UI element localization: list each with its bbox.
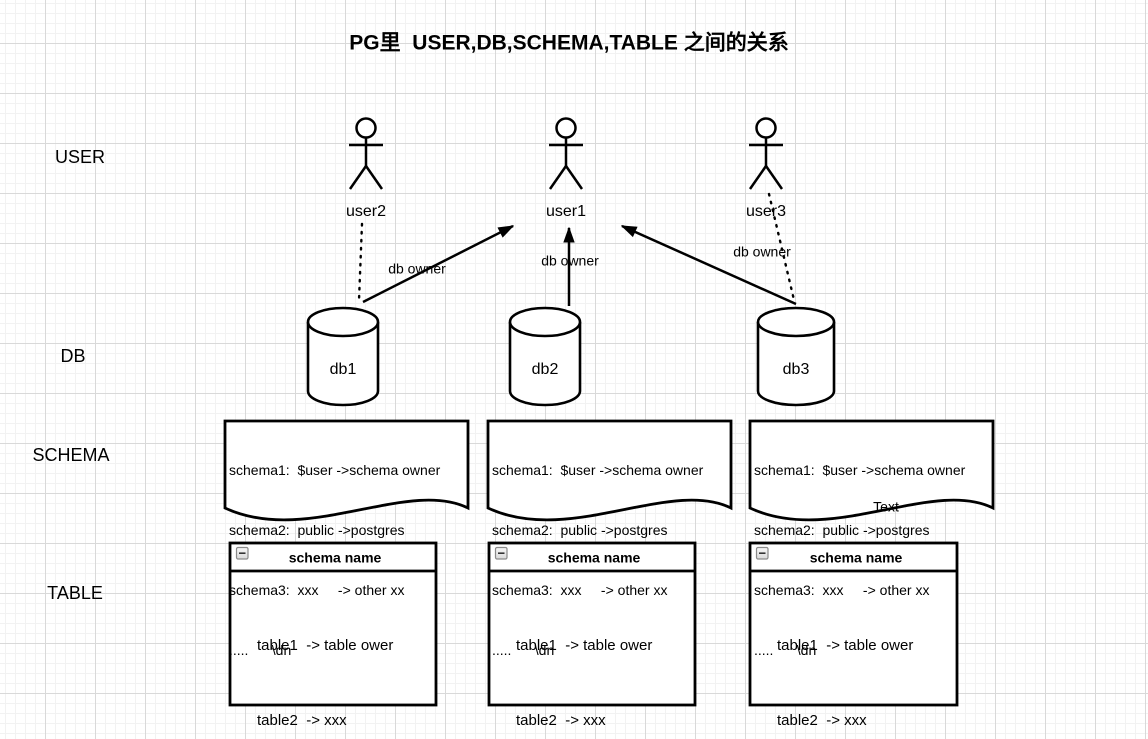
table-box-3[interactable] bbox=[748, 541, 959, 707]
arrow-db3-to-user1[interactable] bbox=[622, 224, 797, 306]
table-box-2-text: table1 -> table ower table2 -> xxx table… bbox=[516, 583, 652, 739]
actor-user1[interactable] bbox=[548, 117, 584, 190]
cylinder-top bbox=[508, 306, 582, 338]
cylinder-db3[interactable] bbox=[756, 306, 836, 407]
schema-document-1-text: schema1: $user ->schema owner schema2: p… bbox=[229, 420, 440, 700]
actor-user3[interactable] bbox=[748, 117, 784, 190]
schema-line: ..... \dn bbox=[492, 642, 555, 658]
actor-leg-right bbox=[764, 165, 784, 190]
cylinder-db2[interactable] bbox=[508, 306, 582, 407]
schema-line: schema1: $user ->schema owner bbox=[229, 462, 441, 478]
row-label-user: USER bbox=[54, 147, 106, 168]
table-line: table1 -> table ower bbox=[516, 637, 653, 654]
table-line: table1 -> table ower bbox=[777, 637, 914, 654]
schema-line: schema3: xxx -> other xx bbox=[492, 582, 668, 598]
table-box-2-header[interactable]: schema name bbox=[547, 549, 641, 566]
schema-line: ..... \dn bbox=[229, 642, 292, 658]
collapse-minus-icon[interactable] bbox=[755, 546, 769, 560]
edge-label-db-owner-3[interactable]: db owner bbox=[733, 243, 791, 260]
cylinder-top bbox=[306, 306, 380, 338]
arrow-db1-to-user1[interactable] bbox=[362, 224, 513, 304]
table-box-3-text: table1 -> table ower table2 -> xxx table… bbox=[777, 583, 913, 739]
actor-head bbox=[755, 117, 777, 139]
table-line: table1 -> table ower bbox=[257, 637, 394, 654]
schema-line: schema2: public ->postgres bbox=[754, 522, 930, 538]
actor-leg-left bbox=[548, 165, 568, 190]
schema-line: schema3: xxx -> other xx bbox=[229, 582, 405, 598]
actor-leg-left bbox=[748, 165, 768, 190]
collapse-minus-icon[interactable] bbox=[494, 546, 508, 560]
table-box-1-text: table1 -> table ower table2 -> xxx table… bbox=[257, 583, 393, 739]
table-box-1[interactable] bbox=[228, 541, 438, 707]
schema-document-2[interactable] bbox=[486, 419, 733, 522]
actor-head bbox=[355, 117, 377, 139]
actor-label-user3[interactable]: user3 bbox=[745, 203, 787, 221]
actor-leg-right bbox=[364, 165, 384, 190]
actor-leg-left bbox=[348, 165, 368, 190]
floating-text-label[interactable]: Text bbox=[873, 498, 899, 515]
db-label-db1[interactable]: db1 bbox=[329, 361, 357, 379]
schema-document-3-text: schema1: $user ->schema owner schema2: p… bbox=[754, 420, 965, 700]
actor-user2[interactable] bbox=[348, 117, 384, 190]
schema-line: schema3: xxx -> other xx bbox=[754, 582, 930, 598]
collapse-minus-icon[interactable] bbox=[235, 546, 249, 560]
actor-label-user1[interactable]: user1 bbox=[545, 203, 587, 221]
schema-line: schema2: public ->postgres bbox=[229, 522, 405, 538]
dotted-edge-user3-db3[interactable] bbox=[767, 192, 796, 302]
row-label-schema: SCHEMA bbox=[32, 445, 110, 466]
db-label-db2[interactable]: db2 bbox=[531, 361, 559, 379]
cylinder-body bbox=[756, 322, 836, 407]
table-line: table2 -> xxx bbox=[777, 712, 867, 729]
cylinder-top bbox=[756, 306, 836, 338]
actor-head bbox=[555, 117, 577, 139]
schema-line: schema1: $user ->schema owner bbox=[492, 462, 704, 478]
row-label-table: TABLE bbox=[47, 583, 103, 604]
row-label-db: DB bbox=[60, 346, 86, 367]
schema-document-1[interactable] bbox=[223, 419, 470, 522]
dotted-edge-user2-db1[interactable] bbox=[357, 222, 364, 302]
schema-document-3[interactable] bbox=[748, 419, 995, 522]
actor-leg-right bbox=[564, 165, 584, 190]
schema-line: ..... \dn bbox=[754, 642, 817, 658]
db-label-db3[interactable]: db3 bbox=[782, 361, 810, 379]
table-box-2[interactable] bbox=[487, 541, 697, 707]
table-box-3-header[interactable]: schema name bbox=[809, 549, 903, 566]
edge-label-db-owner-2[interactable]: db owner bbox=[541, 252, 599, 269]
schema-line: schema1: $user ->schema owner bbox=[754, 462, 966, 478]
edge-label-db-owner-1[interactable]: db owner bbox=[388, 260, 446, 277]
schema-document-2-text: schema1: $user ->schema owner schema2: p… bbox=[492, 420, 703, 700]
schema-line: schema2: public ->postgres bbox=[492, 522, 668, 538]
diagram-title: PG里 USER,DB,SCHEMA,TABLE 之间的关系 bbox=[349, 31, 789, 55]
table-line: table2 -> xxx bbox=[257, 712, 347, 729]
table-box-1-header[interactable]: schema name bbox=[288, 549, 382, 566]
cylinder-body bbox=[508, 322, 582, 407]
table-line: table2 -> xxx bbox=[516, 712, 606, 729]
cylinder-body bbox=[306, 322, 380, 407]
actor-label-user2[interactable]: user2 bbox=[345, 203, 387, 221]
cylinder-db1[interactable] bbox=[306, 306, 380, 407]
